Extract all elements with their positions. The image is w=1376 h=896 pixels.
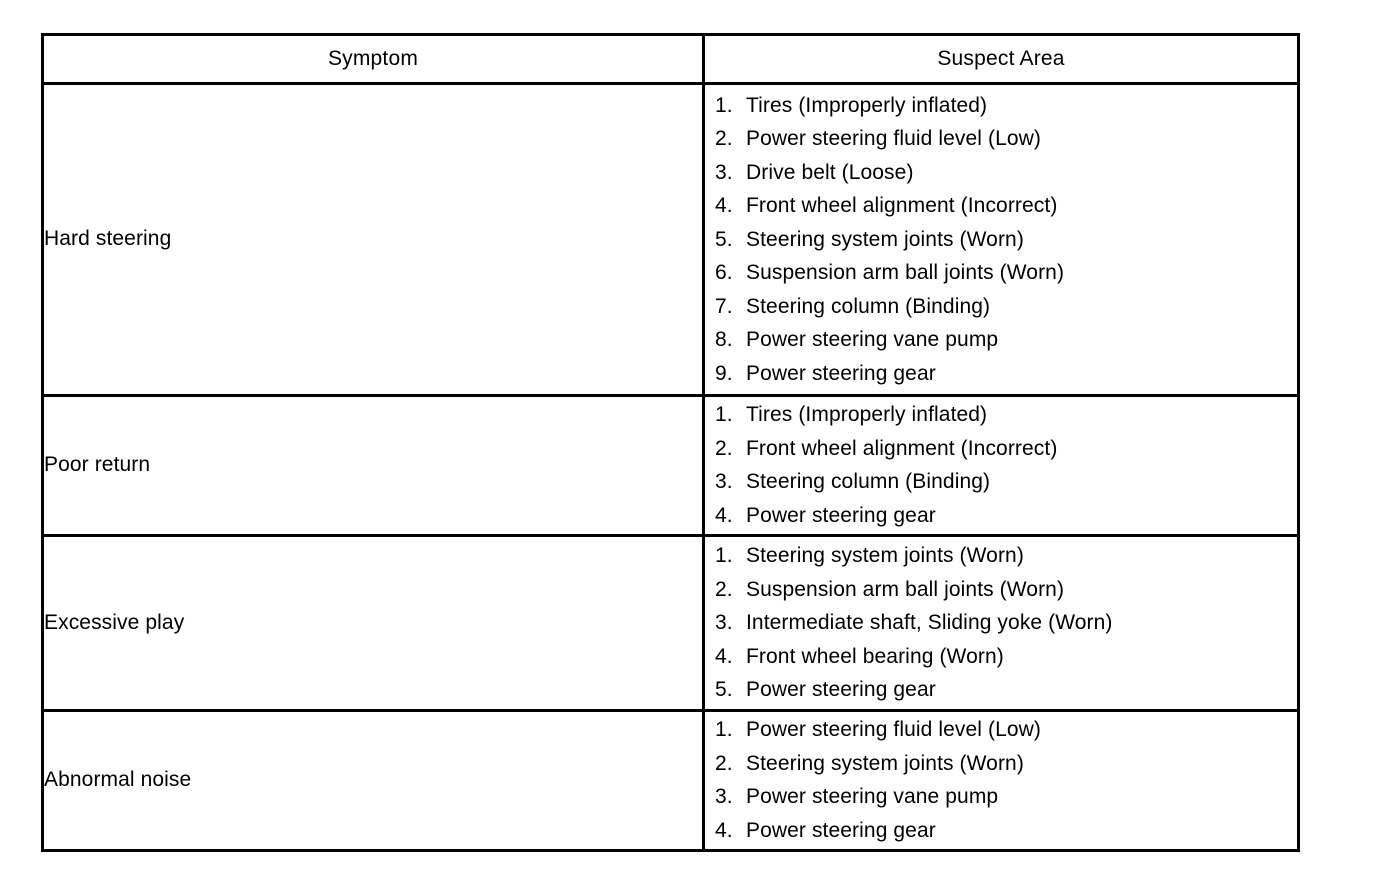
suspect-item-number: 8.	[715, 328, 733, 352]
suspect-item-text: Power steering gear	[746, 361, 936, 385]
table-row: Poor return 1. Tires (Improperly inflated)…	[41, 393, 1300, 538]
suspect-item-number: 2.	[715, 436, 733, 460]
symptom-cell: Hard steering	[41, 82, 705, 397]
suspect-item-number: 2.	[715, 577, 733, 601]
suspect-item-number: 5.	[715, 227, 733, 251]
suspect-list-item: 3. Intermediate shaft, Sliding yoke (Worn…	[705, 606, 1297, 640]
suspect-list-item: 2. Front wheel alignment (Incorrect)	[705, 432, 1297, 466]
suspect-item-text: Front wheel bearing (Worn)	[746, 644, 1004, 668]
suspect-list-item: 1. Steering system joints (Worn)	[705, 539, 1297, 573]
suspect-item-number: 4.	[715, 503, 733, 527]
suspect-list-item: 3. Steering column (Binding)	[705, 465, 1297, 499]
table-header-row: Symptom Suspect Area	[41, 33, 1300, 85]
suspect-list: 1. Power steering fluid level (Low) 2. Stee…	[705, 713, 1297, 847]
symptom-cell: Poor return	[41, 393, 705, 538]
suspect-item-text: Power steering vane pump	[746, 328, 999, 352]
suspect-item-text: Front wheel alignment (Incorrect)	[746, 436, 1058, 460]
suspect-item-number: 1.	[715, 93, 733, 117]
symptom-cell: Excessive play	[41, 534, 705, 712]
suspect-item-number: 4.	[715, 194, 733, 218]
suspect-area-cell: 1. Steering system joints (Worn) 2. Suspens…	[702, 534, 1300, 712]
suspect-area-cell: 1. Tires (Improperly inflated) 2. Front whe…	[702, 393, 1300, 538]
suspect-list-item: 4. Power steering gear	[705, 499, 1297, 533]
suspect-item-text: Steering column (Binding)	[746, 470, 991, 494]
suspect-item-number: 1.	[715, 718, 733, 742]
table-row: Hard steering 1. Tires (Improperly inflate…	[41, 82, 1300, 397]
table-body: Hard steering 1. Tires (Improperly inflate…	[41, 82, 1300, 853]
suspect-area-cell: 1. Tires (Improperly inflated) 2. Power ste…	[702, 82, 1300, 397]
suspect-item-text: Power steering fluid level (Low)	[746, 718, 1041, 742]
suspect-list-item: 4. Power steering gear	[705, 814, 1297, 848]
suspect-item-number: 1.	[715, 403, 733, 427]
suspect-item-text: Tires (Improperly inflated)	[746, 93, 988, 117]
suspect-item-text: Steering column (Binding)	[746, 294, 991, 318]
symptom-label: Abnormal noise	[44, 768, 192, 792]
suspect-item-number: 6.	[715, 261, 733, 285]
suspect-item-text: Power steering gear	[746, 678, 936, 702]
suspect-item-number: 5.	[715, 678, 733, 702]
suspect-item-text: Suspension arm ball joints (Worn)	[746, 577, 1065, 601]
suspect-item-number: 9.	[715, 361, 733, 385]
suspect-list-item: 5. Steering system joints (Worn)	[705, 223, 1297, 257]
suspect-list: 1. Tires (Improperly inflated) 2. Power ste…	[705, 89, 1297, 391]
suspect-list-item: 6. Suspension arm ball joints (Worn)	[705, 256, 1297, 290]
suspect-list-item: 2. Steering system joints (Worn)	[705, 747, 1297, 781]
symptom-label: Poor return	[44, 453, 151, 477]
suspect-item-number: 3.	[715, 611, 733, 635]
suspect-list-item: 4. Front wheel alignment (Incorrect)	[705, 189, 1297, 223]
suspect-item-number: 3.	[715, 785, 733, 809]
table-row: Excessive play 1. Steering system joints (…	[41, 534, 1300, 712]
suspect-item-number: 7.	[715, 294, 733, 318]
suspect-item-text: Steering system joints (Worn)	[746, 227, 1024, 251]
suspect-item-number: 2.	[715, 751, 733, 775]
suspect-list: 1. Tires (Improperly inflated) 2. Front whe…	[705, 398, 1297, 532]
suspect-item-text: Power steering fluid level (Low)	[746, 127, 1041, 151]
suspect-item-text: Tires (Improperly inflated)	[746, 403, 988, 427]
symptom-label: Excessive play	[44, 610, 185, 634]
suspect-item-number: 3.	[715, 470, 733, 494]
suspect-list-item: 2. Suspension arm ball joints (Worn)	[705, 573, 1297, 607]
table-row: Abnormal noise 1. Power steering fluid lev…	[41, 708, 1300, 853]
suspect-list-item: 5. Power steering gear	[705, 673, 1297, 707]
suspect-item-text: Front wheel alignment (Incorrect)	[746, 194, 1058, 218]
suspect-area-cell: 1. Power steering fluid level (Low) 2. Stee…	[702, 708, 1300, 853]
suspect-list-item: 7. Steering column (Binding)	[705, 290, 1297, 324]
suspect-item-text: Drive belt (Loose)	[746, 160, 914, 184]
suspect-list-item: 8. Power steering vane pump	[705, 323, 1297, 357]
suspect-list-item: 3. Drive belt (Loose)	[705, 156, 1297, 190]
suspect-list-item: 1. Power steering fluid level (Low)	[705, 713, 1297, 747]
suspect-item-number: 3.	[715, 160, 733, 184]
suspect-item-text: Steering system joints (Worn)	[746, 544, 1024, 568]
symptom-label: Hard steering	[44, 227, 172, 251]
suspect-item-text: Power steering gear	[746, 818, 936, 842]
suspect-item-number: 4.	[715, 644, 733, 668]
suspect-item-text: Power steering vane pump	[746, 785, 999, 809]
suspect-list-item: 2. Power steering fluid level (Low)	[705, 122, 1297, 156]
suspect-list-item: 3. Power steering vane pump	[705, 780, 1297, 814]
suspect-list-item: 4. Front wheel bearing (Worn)	[705, 640, 1297, 674]
column-header-symptom: Symptom	[41, 33, 705, 85]
table-header: Symptom Suspect Area	[41, 33, 1300, 85]
suspect-item-number: 4.	[715, 818, 733, 842]
suspect-item-text: Intermediate shaft, Sliding yoke (Worn)	[746, 611, 1113, 635]
suspect-item-text: Steering system joints (Worn)	[746, 751, 1024, 775]
column-header-suspect-area: Suspect Area	[702, 33, 1300, 85]
suspect-list-item: 1. Tires (Improperly inflated)	[705, 89, 1297, 123]
suspect-list-item: 9. Power steering gear	[705, 357, 1297, 391]
suspect-list-item: 1. Tires (Improperly inflated)	[705, 398, 1297, 432]
suspect-item-text: Suspension arm ball joints (Worn)	[746, 261, 1065, 285]
suspect-item-text: Power steering gear	[746, 503, 936, 527]
suspect-list: 1. Steering system joints (Worn) 2. Suspens…	[705, 539, 1297, 707]
suspect-item-number: 2.	[715, 127, 733, 151]
suspect-item-number: 1.	[715, 544, 733, 568]
symptom-cell: Abnormal noise	[41, 708, 705, 853]
symptom-suspect-table: Symptom Suspect Area Hard steering 1. Tire…	[41, 33, 1300, 853]
